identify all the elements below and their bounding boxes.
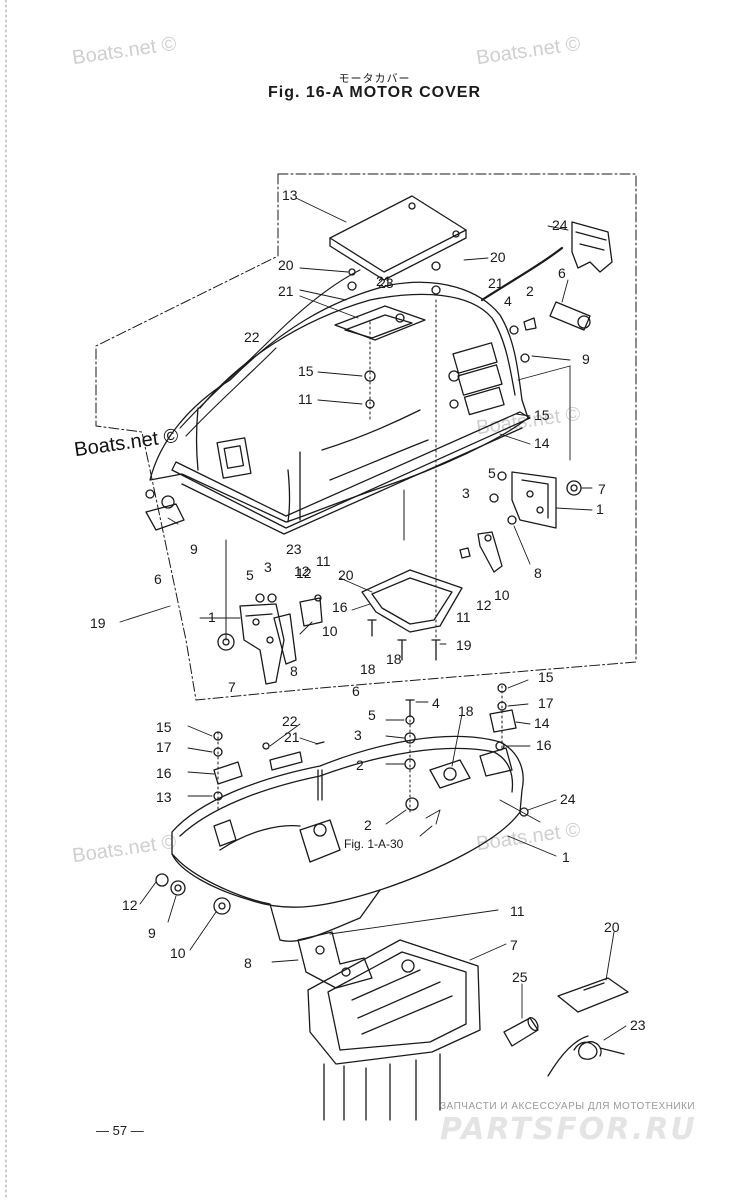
part-number-label: 6 — [154, 571, 162, 587]
part-number-label: 2 — [364, 817, 372, 833]
part-number-label: 13 — [156, 789, 172, 805]
part-number-label: 21 — [284, 729, 300, 745]
part-number-label: 20 — [604, 919, 620, 935]
part-number-label: 10 — [170, 945, 186, 961]
part-number-label: 18 — [360, 661, 376, 677]
part-number-label: 23 — [378, 275, 394, 291]
part-number-label: 24 — [552, 217, 568, 233]
clip-24 — [571, 221, 613, 273]
part-number-label: 1 — [596, 501, 604, 517]
ad-tagline: ЗАПЧАСТИ И АКСЕССУАРЫ ДЛЯ МОТОТЕХНИКИ — [440, 1101, 696, 1112]
part-number-label: 22 — [244, 329, 260, 345]
part-number-label: 19 — [90, 615, 106, 631]
page-number: — 57 — — [96, 1123, 144, 1138]
part-number-label: 6 — [352, 683, 360, 699]
part-number-label: 15 — [298, 363, 314, 379]
part-number-label: 12 — [476, 597, 492, 613]
bracket-left — [217, 603, 297, 685]
part-number-label: 15 — [534, 407, 550, 423]
access-plate — [329, 195, 467, 281]
part-number-label: 3 — [462, 485, 470, 501]
part-number-label: 19 — [456, 637, 472, 653]
bracket-right — [511, 471, 557, 529]
part-number-label: 8 — [534, 565, 542, 581]
part-number-label: 16 — [536, 737, 552, 753]
part-number-label: 2 — [356, 757, 364, 773]
part-number-label: 14 — [534, 435, 550, 451]
part-number-label: 7 — [228, 679, 236, 695]
part-number-label: 5 — [368, 707, 376, 723]
part-number-label: 11 — [298, 391, 313, 407]
part-number-label: 25 — [512, 969, 528, 985]
part-number-label: 15 — [156, 719, 172, 735]
part-number-label: 9 — [582, 351, 590, 367]
part-number-label: 23 — [286, 541, 302, 557]
part-number-label: 15 — [538, 669, 554, 685]
part-number-label: 9 — [148, 925, 156, 941]
ad-brand: PARTSFOR.RU — [440, 1112, 697, 1147]
part-number-label: 12 — [294, 563, 310, 579]
part-number-label: 18 — [386, 651, 402, 667]
top-cowling — [149, 281, 531, 535]
part-number-label: 12 — [122, 897, 138, 913]
part-number-label: 4 — [504, 293, 512, 309]
part-number-label: 3 — [354, 727, 362, 743]
part-number-label: 20 — [338, 567, 354, 583]
part-number-label: 8 — [290, 663, 298, 679]
cross-reference-label: Fig. 1-A-30 — [344, 837, 404, 851]
part-number-label: 2 — [526, 283, 534, 299]
part-number-label: 22 — [282, 713, 298, 729]
latch-8 — [297, 931, 373, 989]
part-number-label: 10 — [322, 623, 338, 639]
part-number-label: 17 — [538, 695, 554, 711]
hinge-6-right — [549, 301, 591, 331]
part-number-label: 20 — [490, 249, 506, 265]
part-number-label: 21 — [488, 275, 504, 291]
part-number-label: 7 — [510, 937, 518, 953]
part-number-label: 1 — [562, 849, 570, 865]
japanese-subtitle: モータカバー — [338, 73, 411, 85]
tray-7 — [307, 939, 481, 1121]
part-number-label: 3 — [264, 559, 272, 575]
part-number-label: 18 — [458, 703, 474, 719]
part-number-label: 13 — [282, 187, 298, 203]
part-number-label: 6 — [558, 265, 566, 281]
part-number-label: 12 — [296, 565, 312, 581]
part-number-label: 23 — [630, 1017, 646, 1033]
part-number-label: 11 — [316, 553, 331, 569]
part-number-label: 21 — [278, 283, 294, 299]
part-number-label: 5 — [488, 465, 496, 481]
part-number-label: 8 — [244, 955, 252, 971]
part-number-label: 16 — [332, 599, 348, 615]
part-number-label: 17 — [156, 739, 172, 755]
part-number-label: 1 — [208, 609, 216, 625]
part-number-label: 24 — [560, 791, 576, 807]
part-number-label: 5 — [246, 567, 254, 583]
part-number-label: 10 — [494, 587, 510, 603]
seal-16 — [361, 569, 463, 633]
part-number-label: 16 — [156, 765, 172, 781]
part-number-label: 11 — [510, 903, 525, 919]
part-number-label: 7 — [598, 481, 606, 497]
part-number-label: 14 — [534, 715, 550, 731]
part-number-label: 11 — [456, 609, 471, 625]
part-number-label: 9 — [190, 541, 198, 557]
part-number-label: 21 — [376, 273, 392, 289]
part-number-label: 20 — [278, 257, 294, 273]
figure-title: Fig. 16-A MOTOR COVER — [267, 84, 481, 101]
part-number-label: 4 — [432, 695, 440, 711]
